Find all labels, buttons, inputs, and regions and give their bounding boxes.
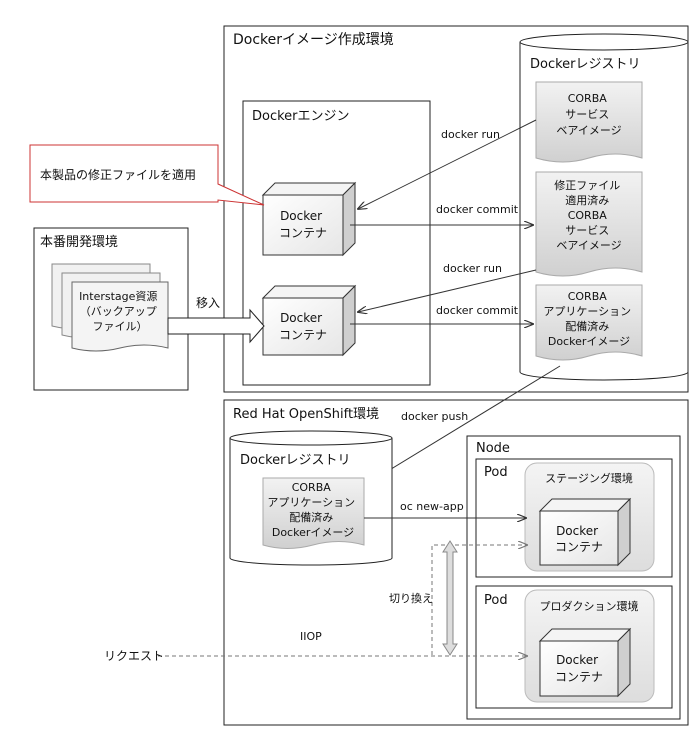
registry-doc-app-deployed bbox=[535, 284, 643, 361]
svg-text:Docker コンテナ: Docker コンテナ bbox=[279, 209, 327, 240]
node-title: Node bbox=[476, 441, 510, 456]
container-top-line-2: コンテナ bbox=[279, 226, 327, 240]
backup-doc-line-1: Interstage資源 bbox=[79, 289, 157, 303]
pod2-title: Pod bbox=[484, 593, 508, 608]
docker-container-top bbox=[261, 181, 357, 257]
callout-text: 本製品の修正ファイルを適用 bbox=[40, 167, 196, 182]
os-doc-line-2: アプリケーション bbox=[267, 496, 355, 509]
container-top-line-1: Docker bbox=[280, 209, 322, 223]
os-doc-line-4: Dockerイメージ bbox=[272, 526, 354, 539]
container-bottom-line-2: コンテナ bbox=[279, 328, 327, 342]
os-doc-line-3: 配備済み bbox=[289, 510, 333, 524]
svg-text:Docker コンテナ: Docker コンテナ bbox=[555, 524, 603, 554]
prod-dev-env-title: 本番開発環境 bbox=[40, 235, 118, 250]
svg-text:CORBA アプリケーション 配備済み: CORBA アプリケーション 配備済み Dockerイメージ bbox=[543, 290, 634, 348]
docker-container-bottom bbox=[261, 284, 357, 357]
os-doc-line-1: CORBA bbox=[292, 481, 332, 494]
doc1-line-1: CORBA bbox=[568, 92, 608, 105]
arrow-docker-run-1 bbox=[358, 119, 537, 209]
label-docker-run-1: docker run bbox=[441, 128, 500, 141]
migrate-arrow bbox=[167, 308, 265, 344]
pod2-container bbox=[538, 627, 632, 698]
label-docker-run-2: docker run bbox=[443, 262, 502, 275]
svg-text:Docker コンテナ: Docker コンテナ bbox=[279, 311, 327, 342]
svg-text:Interstage資源 （バックアップ フ: Interstage資源 （バックアップ ファイル） bbox=[79, 289, 161, 333]
production-env-label: プロダクション環境 bbox=[540, 599, 639, 613]
openshift-env-title: Red Hat OpenShift環境 bbox=[233, 407, 379, 422]
label-iiop: IIOP bbox=[300, 630, 322, 643]
dashed-route-staging bbox=[431, 545, 527, 655]
openshift-registry-doc bbox=[262, 477, 365, 549]
doc3-line-1: CORBA bbox=[568, 290, 608, 303]
label-docker-commit-2: docker commit bbox=[436, 304, 519, 317]
svg-text:修正ファイル 適用済み CORBA: 修正ファイル 適用済み CORBA サービス ベアイメージ bbox=[554, 178, 624, 252]
docker-registry-title: Dockerレジストリ bbox=[530, 57, 641, 72]
label-request: リクエスト bbox=[104, 649, 164, 663]
arrow-docker-run-2 bbox=[358, 269, 537, 312]
pod1-container-line-1: Docker bbox=[556, 524, 598, 538]
doc3-line-4: Dockerイメージ bbox=[548, 335, 630, 348]
doc1-line-3: ベアイメージ bbox=[556, 124, 621, 137]
callout-bubble bbox=[29, 144, 265, 206]
svg-text:CORBA サービス ベアイメージ: CORBA サービス ベアイメージ bbox=[556, 92, 621, 137]
doc2-line-2: 適用済み bbox=[565, 193, 609, 207]
staging-env-label: ステージング環境 bbox=[545, 471, 633, 485]
pod2-container-line-1: Docker bbox=[556, 653, 598, 667]
openshift-registry-title: Dockerレジストリ bbox=[240, 453, 351, 468]
registry-doc-patched bbox=[535, 171, 643, 277]
backup-doc-line-3: ファイル） bbox=[93, 320, 148, 333]
registry-doc-corba-service bbox=[535, 81, 643, 163]
doc1-line-2: サービス bbox=[565, 108, 609, 121]
arrow-docker-push bbox=[360, 365, 561, 488]
label-docker-push: docker push bbox=[401, 410, 468, 423]
switch-double-arrow bbox=[442, 540, 458, 656]
pod1-title: Pod bbox=[484, 465, 508, 480]
doc2-line-5: ベアイメージ bbox=[556, 239, 621, 252]
doc3-line-2: アプリケーション bbox=[543, 305, 631, 318]
container-bottom-line-1: Docker bbox=[280, 311, 322, 325]
label-oc-new-app: oc new-app bbox=[400, 500, 464, 513]
svg-text:Docker コンテナ: Docker コンテナ bbox=[555, 653, 603, 684]
backup-doc-line-2: （バックアップ bbox=[80, 305, 157, 318]
label-switch: 切り換え bbox=[389, 592, 433, 605]
doc2-line-1: 修正ファイル bbox=[554, 178, 620, 192]
backup-doc-stack bbox=[51, 263, 169, 352]
pod1-container bbox=[538, 497, 632, 567]
docker-engine-title: Dockerエンジン bbox=[252, 109, 350, 124]
svg-text:CORBA アプリケーション 配備済み: CORBA アプリケーション 配備済み Dockerイメージ bbox=[267, 481, 358, 539]
label-migrate: 移入 bbox=[196, 296, 220, 310]
pod2-container-line-2: コンテナ bbox=[555, 670, 603, 684]
doc2-line-4: サービス bbox=[565, 224, 609, 237]
doc2-line-3: CORBA bbox=[568, 209, 608, 222]
pod1-container-line-2: コンテナ bbox=[555, 540, 603, 554]
label-docker-commit-1: docker commit bbox=[436, 203, 519, 216]
docker-build-env-title: Dockerイメージ作成環境 bbox=[233, 32, 394, 48]
doc3-line-3: 配備済み bbox=[565, 319, 609, 333]
